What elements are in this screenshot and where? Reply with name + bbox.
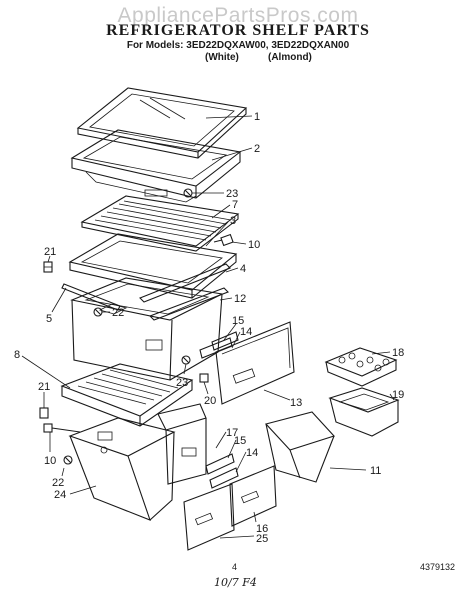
callout-11: 11 [370,465,381,477]
part-drawer-front-16 [229,465,277,527]
callout-leaders [21,115,395,539]
color-label-white: (White) [205,52,239,63]
callout-23-lower: 23 [176,377,188,389]
callout-7: 7 [232,199,238,211]
callout-22-lower: 22 [52,477,64,489]
part-bracket-21b [39,407,49,419]
footer: 4 10/7 F4 4379132 [214,562,455,589]
callout-25: 25 [256,533,268,545]
watermark: AppliancePartsPros.com [117,4,359,27]
part-drawer-front-25 [183,483,235,551]
handwritten-date: 10/7 F4 [214,576,257,589]
callout-10-lower: 10 [44,455,56,467]
part-shelf-frame [68,233,238,299]
callout-16: 16 [256,523,268,535]
part-crisper-pan-lower-right [157,403,207,485]
part-crisper-cover-frame [70,129,242,203]
callout-15-lower: 15 [234,435,246,447]
callout-23: 23 [226,188,238,200]
part-screw-23b [181,355,191,365]
part-glass-shelf-lower [60,363,194,427]
callout-14: 14 [240,326,252,338]
part-bracket-10b [43,423,81,433]
callout-14-lower: 14 [246,447,258,459]
callout-12: 12 [234,293,246,305]
color-label-almond: (Almond) [268,52,312,63]
model-numbers: For Models: 3ED22DQXAW00, 3ED22DQXAN00 [126,40,350,51]
callout-20: 20 [204,395,216,407]
diagram-title: REFRIGERATOR SHELF PARTS [106,22,370,39]
callout-21-lower: 21 [38,381,50,393]
part-screw-22a [93,307,103,317]
part-crisper-pan-lower [68,417,176,521]
part-slide-rails [61,263,231,321]
callout-numbers: 1 2 23 7 3 21 10 4 5 22 12 15 14 8 18 21… [14,111,404,545]
part-egg-tray [324,347,398,387]
callout-21: 21 [44,246,56,258]
callout-10: 10 [248,239,260,251]
part-egg-tray-holder [328,387,400,437]
callout-22: 22 [112,307,124,319]
part-door-bin [264,411,335,483]
callout-24: 24 [54,489,66,501]
part-crisper-pan-upper [70,277,224,381]
callout-4: 4 [240,263,246,275]
page-number: 4 [232,562,237,572]
callout-8: 8 [14,349,20,361]
part-glass-shelf [76,87,248,159]
callout-3: 3 [230,215,236,227]
callout-2: 2 [254,143,260,155]
part-bracket-10a [213,233,234,247]
part-clip-20 [199,373,209,383]
part-drawer-front-upper [215,321,295,405]
part-handle-15b [205,453,239,489]
part-screw-22b [63,455,73,465]
callout-5: 5 [46,313,52,325]
part-bracket-21a [43,261,53,273]
callout-18: 18 [392,347,404,359]
callout-19: 19 [392,389,404,401]
document-number: 4379132 [420,562,455,572]
callout-17: 17 [226,427,238,439]
callout-13: 13 [290,397,302,409]
part-crisper-insert [80,195,240,252]
callout-1: 1 [254,111,260,123]
callout-15: 15 [232,315,244,327]
